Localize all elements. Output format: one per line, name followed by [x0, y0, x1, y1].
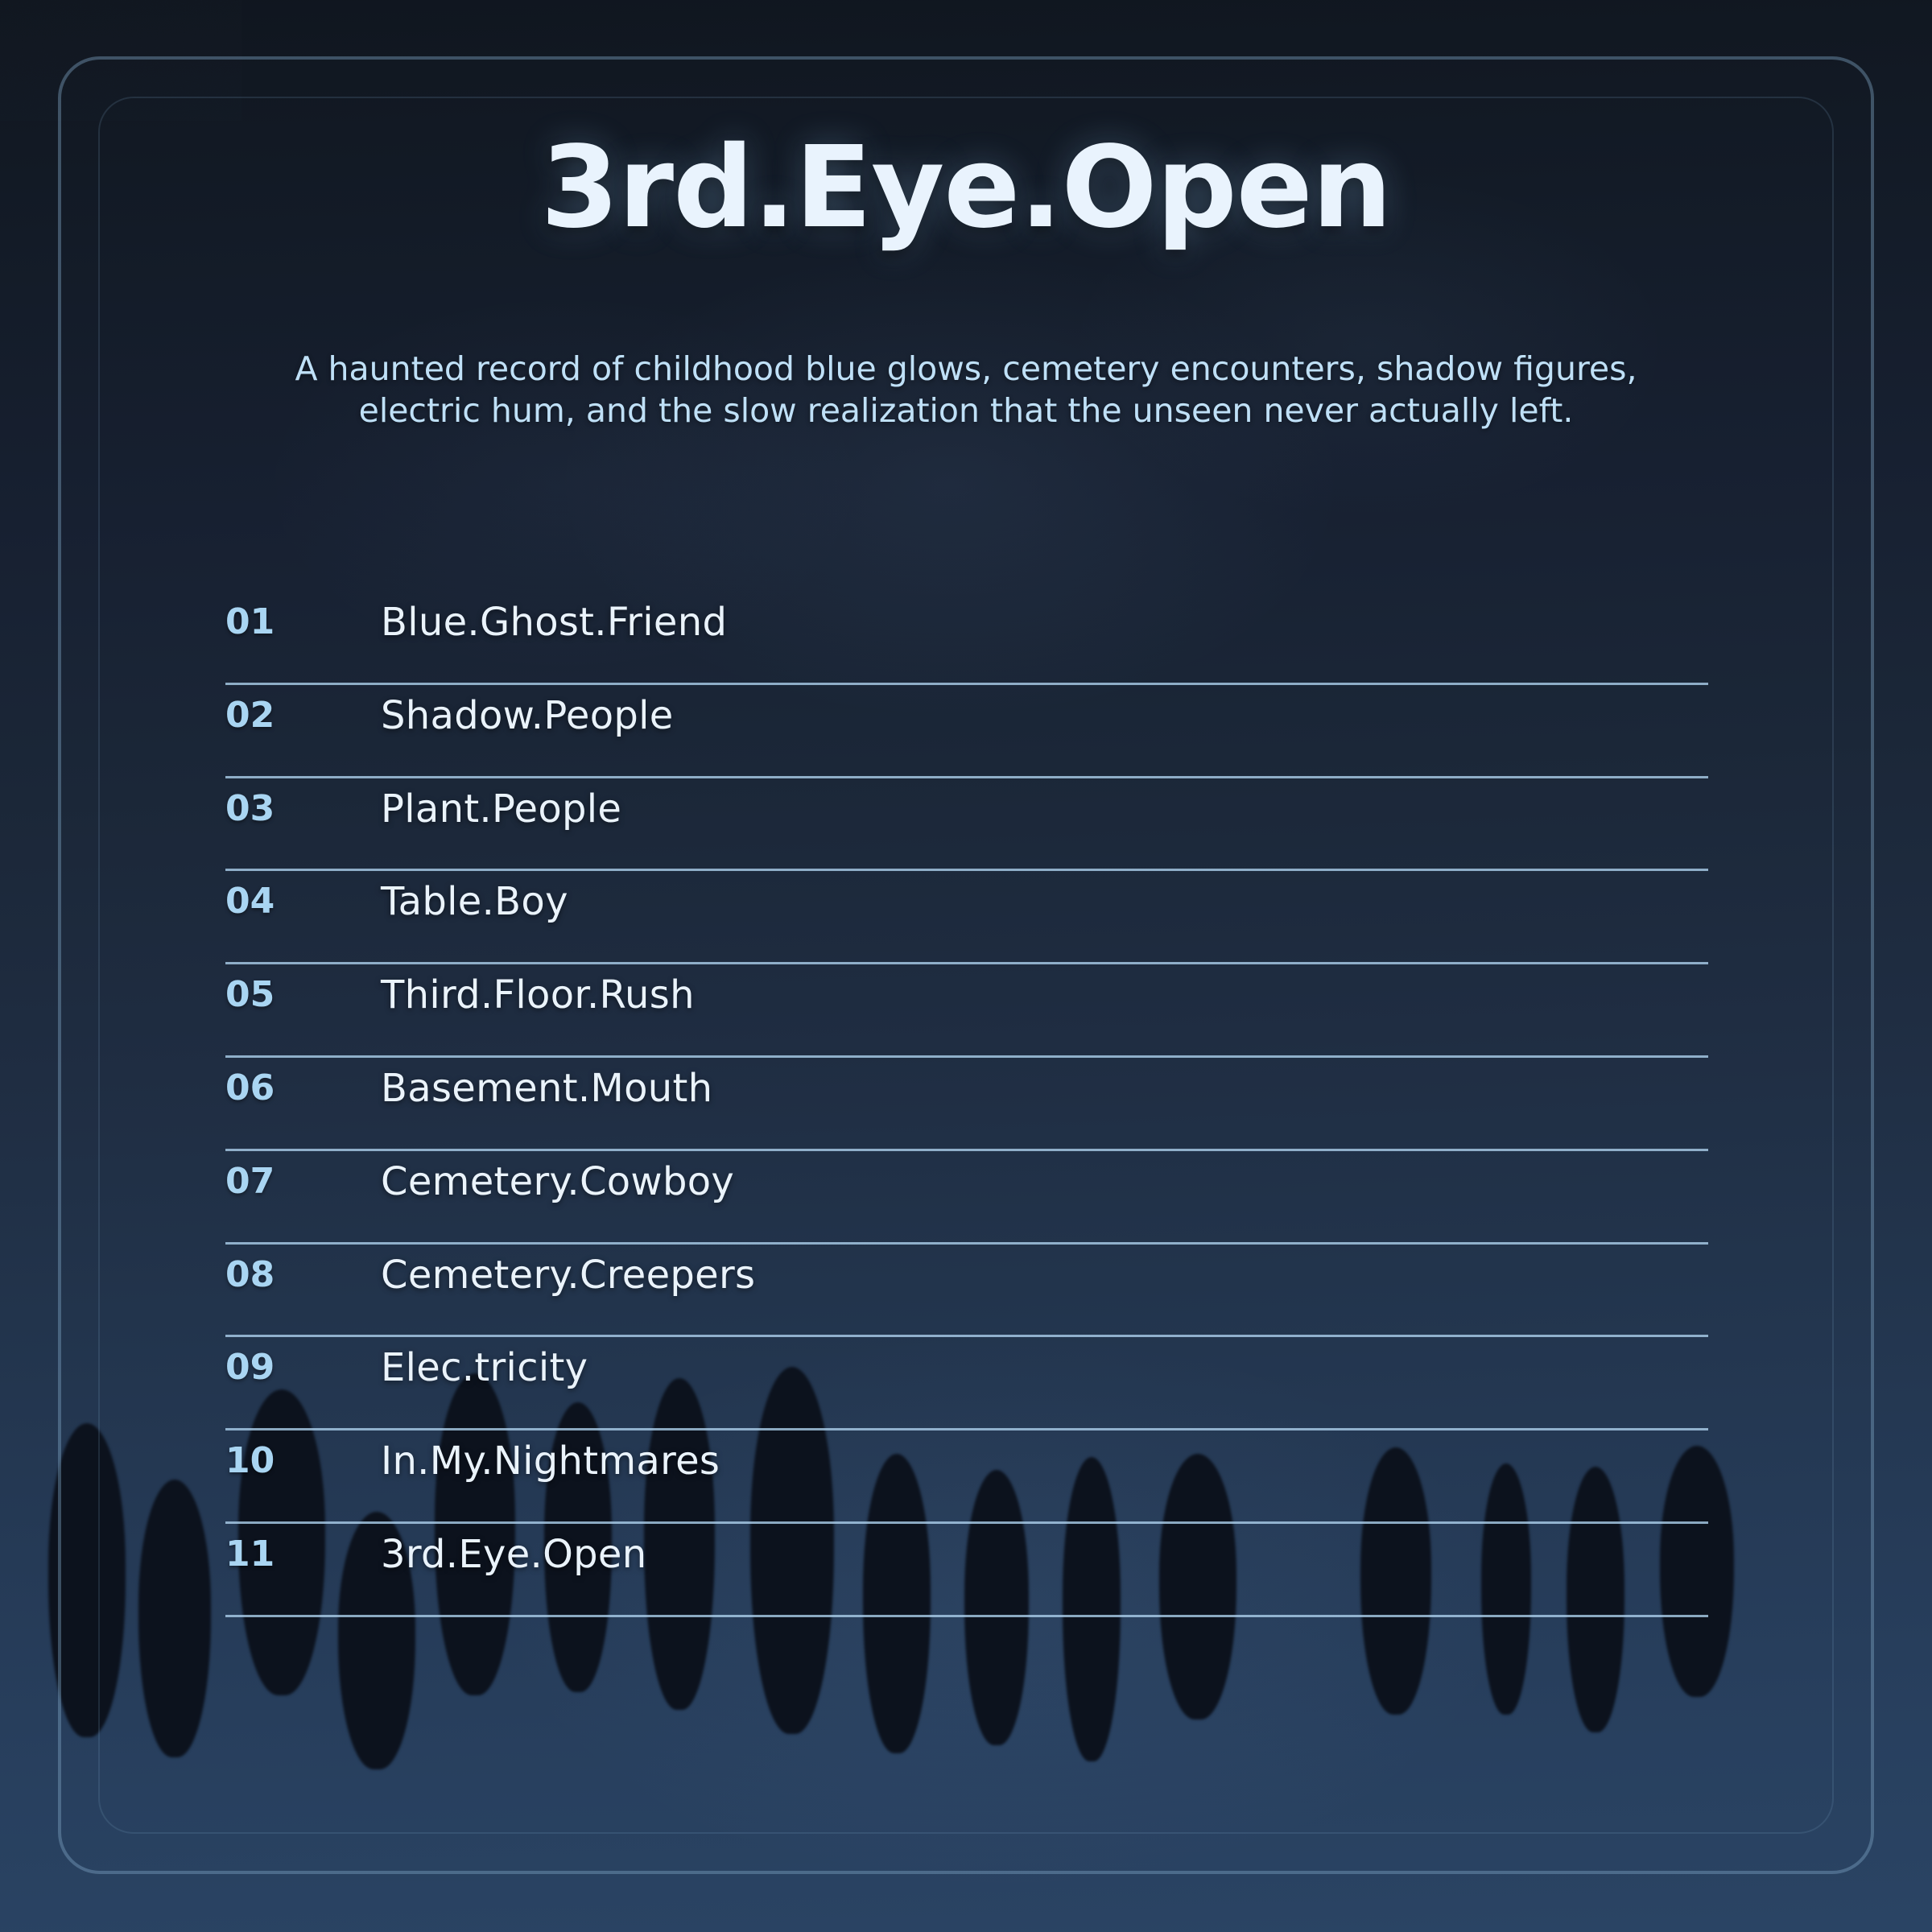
- track-row[interactable]: 09 Elec.tricity: [225, 1337, 1708, 1431]
- tracklist: 01 Blue.Ghost.Friend 02 Shadow.People 03 Plan…: [225, 592, 1708, 1617]
- track-number: 02: [225, 694, 275, 736]
- track-row[interactable]: 03 Plant.People: [225, 778, 1708, 872]
- track-row[interactable]: 05 Third.Floor.Rush: [225, 964, 1708, 1058]
- track-number: 08: [225, 1253, 275, 1295]
- track-row[interactable]: 01 Blue.Ghost.Friend: [225, 592, 1708, 685]
- track-number: 05: [225, 974, 275, 1016]
- track-title: Third.Floor.Rush: [381, 972, 695, 1018]
- track-title: 3rd.Eye.Open: [381, 1531, 647, 1577]
- track-number: 10: [225, 1440, 275, 1482]
- track-row[interactable]: 06 Basement.Mouth: [225, 1058, 1708, 1151]
- track-title: Cemetery.Cowboy: [381, 1158, 735, 1204]
- album-title: 3rd.Eye.Open: [540, 122, 1393, 254]
- track-number: 11: [225, 1533, 275, 1575]
- track-row[interactable]: 10 In.My.Nightmares: [225, 1430, 1708, 1524]
- track-number: 04: [225, 881, 275, 923]
- track-number: 01: [225, 601, 275, 642]
- track-title: Basement.Mouth: [381, 1065, 713, 1111]
- track-number: 07: [225, 1160, 275, 1202]
- track-number: 03: [225, 787, 275, 829]
- track-row[interactable]: 07 Cemetery.Cowboy: [225, 1151, 1708, 1245]
- track-title: Cemetery.Creepers: [381, 1252, 756, 1298]
- track-title: Elec.tricity: [381, 1345, 588, 1391]
- track-row[interactable]: 11 3rd.Eye.Open: [225, 1524, 1708, 1617]
- track-row[interactable]: 08 Cemetery.Creepers: [225, 1245, 1708, 1338]
- track-title: Blue.Ghost.Friend: [381, 600, 728, 645]
- track-title: Plant.People: [381, 786, 622, 832]
- track-title: Shadow.People: [381, 692, 674, 738]
- track-title: In.My.Nightmares: [381, 1439, 720, 1484]
- track-row[interactable]: 04 Table.Boy: [225, 871, 1708, 965]
- track-title: Table.Boy: [381, 879, 568, 925]
- track-row[interactable]: 02 Shadow.People: [225, 685, 1708, 778]
- track-number: 06: [225, 1067, 275, 1108]
- album-description: A haunted record of childhood blue glows…: [295, 349, 1637, 431]
- track-number: 09: [225, 1347, 275, 1389]
